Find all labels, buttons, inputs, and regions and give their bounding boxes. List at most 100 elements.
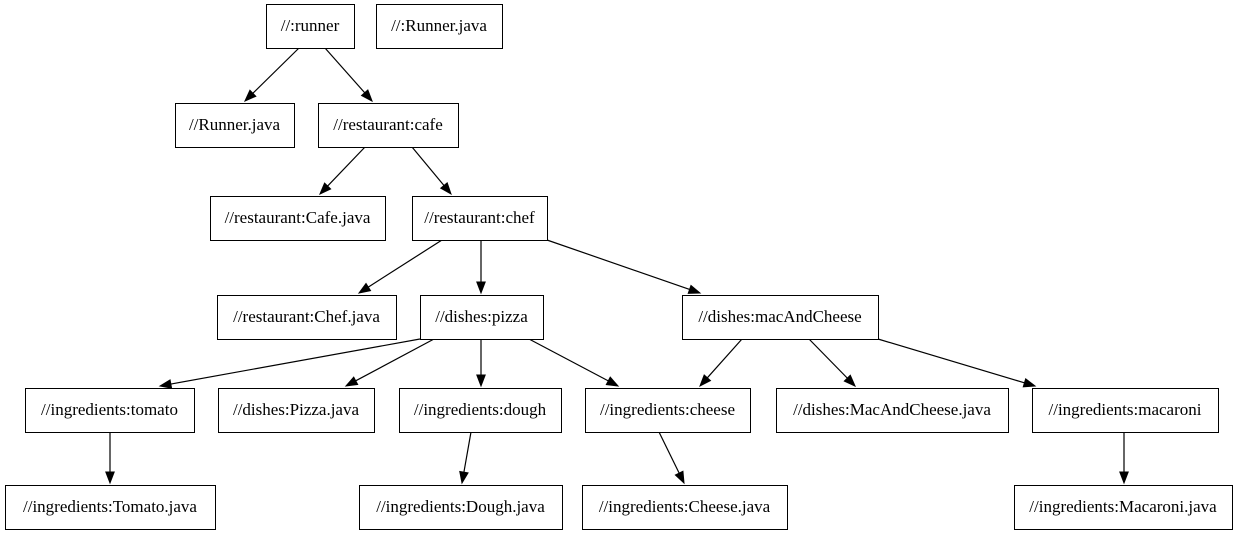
edge-arrowhead [476, 374, 486, 388]
node-label: //dishes:Pizza.java [233, 400, 360, 419]
node-box[interactable] [210, 196, 386, 241]
edges-layer [105, 47, 1129, 485]
graph-edge [324, 47, 373, 103]
edge-line [463, 431, 472, 473]
edge-line [706, 338, 743, 379]
edge-arrowhead [476, 281, 486, 295]
edge-line [355, 338, 435, 382]
edge-line [658, 431, 680, 474]
node-box[interactable] [376, 4, 503, 49]
graph-edge [528, 338, 620, 387]
graph-edge [357, 239, 443, 294]
node-box[interactable] [776, 388, 1009, 433]
node-label: //:Runner.java [391, 16, 487, 35]
graph-edge [658, 431, 685, 485]
node-label: //restaurant:cafe [333, 115, 443, 134]
edge-arrowhead [674, 470, 685, 485]
graph-node-ing-cheese[interactable]: //ingredients:cheese [585, 388, 751, 433]
node-box[interactable] [585, 388, 751, 433]
node-box[interactable] [420, 295, 544, 340]
edge-arrowhead [699, 374, 712, 388]
node-box[interactable] [1032, 388, 1219, 433]
node-box[interactable] [582, 485, 788, 530]
edge-arrowhead [1022, 377, 1037, 388]
edge-arrowhead [158, 379, 173, 389]
graph-node-dishes-pizza-java[interactable]: //dishes:Pizza.java [218, 388, 375, 433]
graph-node-ing-tomato[interactable]: //ingredients:tomato [25, 388, 195, 433]
node-label: //ingredients:Dough.java [376, 497, 545, 516]
node-box[interactable] [266, 4, 355, 49]
graph-node-dishes-pizza[interactable]: //dishes:pizza [420, 295, 544, 340]
graph-node-ing-cheese-java[interactable]: //ingredients:Cheese.java [582, 485, 788, 530]
node-label: //ingredients:Macaroni.java [1029, 497, 1217, 516]
edge-arrowhead [687, 284, 702, 294]
edge-line [877, 338, 1025, 384]
node-box[interactable] [25, 388, 195, 433]
graph-edge [158, 338, 421, 389]
node-box[interactable] [1014, 485, 1233, 530]
node-box[interactable] [175, 103, 295, 148]
graph-node-ing-macaroni[interactable]: //ingredients:macaroni [1032, 388, 1219, 433]
graph-edge [1119, 432, 1129, 485]
node-box[interactable] [5, 485, 216, 530]
edge-arrowhead [605, 376, 620, 387]
graph-node-dishes-macandcheese[interactable]: //dishes:macAndCheese [682, 295, 879, 340]
graph-edge [808, 338, 856, 388]
edge-arrowhead [360, 89, 373, 103]
node-box[interactable] [318, 103, 459, 148]
edge-arrowhead [243, 89, 257, 102]
node-label: //dishes:pizza [435, 307, 528, 326]
edge-arrowhead [459, 470, 469, 485]
node-label: //:runner [281, 16, 340, 35]
edge-arrowhead [319, 182, 332, 196]
graph-node-runner-target[interactable]: //:runner [266, 4, 355, 49]
graph-node-restaurant-chef[interactable]: //restaurant:chef [412, 196, 548, 241]
node-box[interactable] [399, 388, 562, 433]
graph-edge [105, 432, 115, 485]
node-box[interactable] [682, 295, 879, 340]
graph-node-restaurant-chef-java[interactable]: //restaurant:Chef.java [217, 295, 397, 340]
node-label: //ingredients:Cheese.java [599, 497, 771, 516]
node-box[interactable] [218, 388, 375, 433]
graph-node-restaurant-cafe-java[interactable]: //restaurant:Cafe.java [210, 196, 386, 241]
graph-node-dishes-macandcheese-java[interactable]: //dishes:MacAndCheese.java [776, 388, 1009, 433]
edge-arrowhead [105, 471, 115, 485]
edge-line [324, 47, 366, 94]
edge-arrowhead [843, 374, 856, 388]
edge-line [546, 239, 690, 290]
edge-line [327, 146, 366, 187]
node-label: //ingredients:dough [414, 400, 547, 419]
node-box[interactable] [217, 295, 397, 340]
edge-arrowhead [439, 182, 452, 196]
node-label: //restaurant:Cafe.java [225, 208, 371, 227]
edge-line [808, 338, 848, 379]
node-label: //ingredients:cheese [600, 400, 735, 419]
graph-node-ing-dough-java[interactable]: //ingredients:Dough.java [359, 485, 563, 530]
edge-arrowhead [1119, 471, 1129, 485]
node-label: //ingredients:tomato [41, 400, 178, 419]
graph-node-runner-java[interactable]: //Runner.java [175, 103, 295, 148]
node-label: //restaurant:Chef.java [233, 307, 380, 326]
graph-edge [243, 47, 300, 102]
node-box[interactable] [359, 485, 563, 530]
graph-node-ing-dough[interactable]: //ingredients:dough [399, 388, 562, 433]
node-label: //dishes:MacAndCheese.java [793, 400, 991, 419]
node-box[interactable] [412, 196, 548, 241]
nodes-layer: //:runner //:Runner.java //Runner.java //re… [5, 4, 1233, 530]
graph-edge [546, 239, 702, 294]
node-label: //ingredients:Tomato.java [23, 497, 197, 516]
node-label: //dishes:macAndCheese [698, 307, 861, 326]
graph-edge [699, 338, 743, 388]
graph-node-ing-macaroni-java[interactable]: //ingredients:Macaroni.java [1014, 485, 1233, 530]
graph-edge [476, 339, 486, 388]
graph-node-restaurant-cafe[interactable]: //restaurant:cafe [318, 103, 459, 148]
graph-node-ing-tomato-java[interactable]: //ingredients:Tomato.java [5, 485, 216, 530]
edge-line [367, 239, 443, 288]
node-label: //ingredients:macaroni [1049, 400, 1202, 419]
node-label: //restaurant:chef [424, 208, 535, 227]
graph-edge [319, 146, 366, 196]
graph-edge [344, 338, 435, 387]
graph-node-runner-java-root[interactable]: //:Runner.java [376, 4, 503, 49]
graph-edge [476, 240, 486, 295]
